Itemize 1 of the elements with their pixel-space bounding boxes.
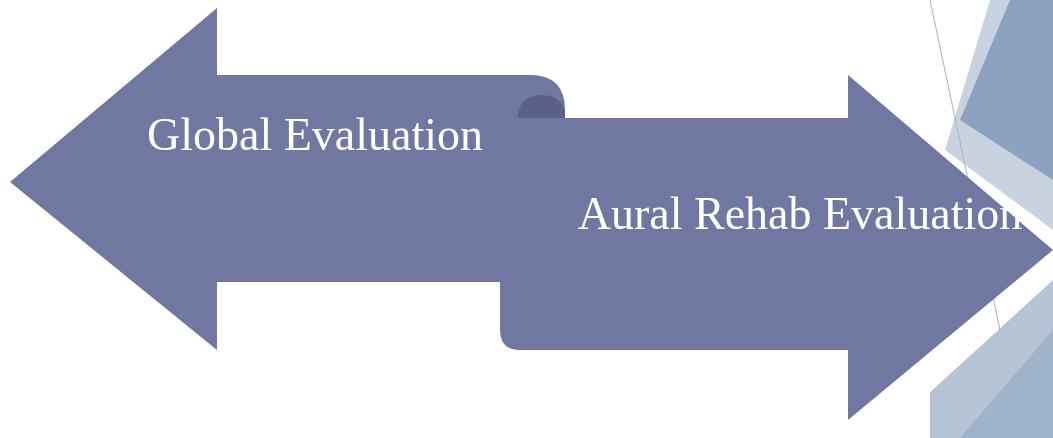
arrow-label: Global Evaluation xyxy=(146,108,484,162)
